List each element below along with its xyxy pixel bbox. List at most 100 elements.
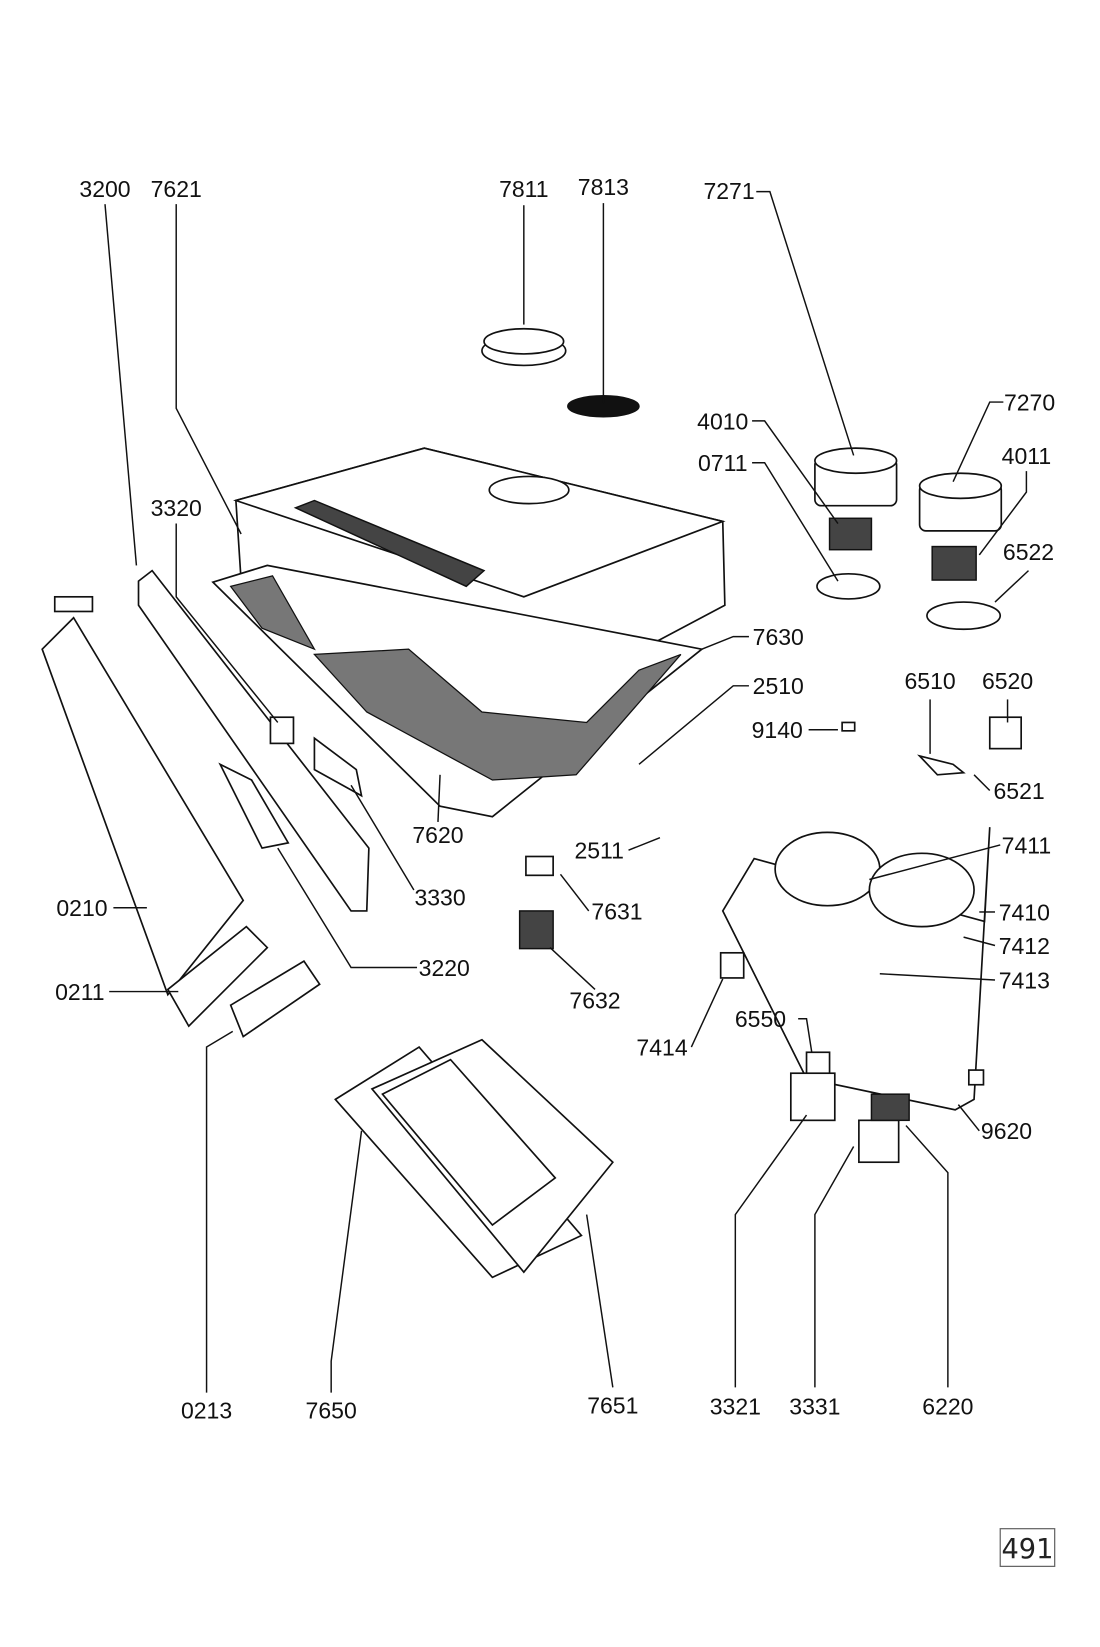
part-label-3220: 3220 <box>419 955 470 981</box>
leader-line-3331 <box>814 1146 855 1388</box>
carbon-filter-top <box>814 447 898 475</box>
leader-line-0213 <box>205 1030 234 1393</box>
part-label-7270: 7270 <box>1004 389 1055 415</box>
clip-7631 <box>525 855 554 877</box>
fan-ring-right <box>868 852 975 928</box>
button-3321 <box>789 1072 836 1122</box>
part-label-6550: 6550 <box>735 1006 786 1032</box>
part-label-9140: 9140 <box>752 717 803 743</box>
leader-line-6521 <box>973 774 991 792</box>
part-label-3200: 3200 <box>79 176 130 202</box>
leader-line-4011 <box>978 471 1028 556</box>
leader-line-6220 <box>905 1125 949 1388</box>
button-3330 <box>313 736 363 798</box>
strip-3220 <box>218 762 290 850</box>
bracket-top <box>53 595 94 613</box>
leader-line-7270 <box>952 401 1004 482</box>
page-number: 491 <box>1001 1534 1053 1565</box>
part-label-0211: 0211 <box>55 979 104 1005</box>
leader-line-7271 <box>756 190 855 456</box>
leader-line-7632 <box>549 947 596 990</box>
part-9620 <box>967 1069 985 1086</box>
part-label-0213: 0213 <box>181 1398 232 1424</box>
leader-line-3321 <box>734 1114 808 1388</box>
drawing <box>41 327 1023 1279</box>
leader-line-7630 <box>701 635 749 650</box>
leader-line-2511 <box>628 836 661 851</box>
leader-line-7411 <box>869 844 1001 881</box>
grease-filter-mesh <box>313 648 682 781</box>
leader-lines <box>104 190 1030 1393</box>
part-label-7621: 7621 <box>151 176 202 202</box>
leader-line-7414 <box>690 978 724 1048</box>
part-label-7650: 7650 <box>306 1398 357 1424</box>
fan-ring-left <box>774 831 881 907</box>
part-label-3330: 3330 <box>414 885 465 911</box>
part-label-7651: 7651 <box>587 1393 638 1419</box>
button-3320 <box>269 716 295 745</box>
part-label-2511: 2511 <box>574 838 623 864</box>
leader-line-3220 <box>277 847 418 969</box>
part-label-7413: 7413 <box>999 967 1050 993</box>
leader-line-6550 <box>798 1018 813 1053</box>
lamp-6510 <box>917 754 966 776</box>
page-number-box: 491 <box>999 1528 1056 1568</box>
carbon-filter-top-2 <box>918 472 1003 500</box>
flange-top <box>483 327 565 355</box>
leader-line-7650 <box>330 1130 363 1393</box>
filter-grid <box>381 1058 557 1227</box>
part-label-2510: 2510 <box>753 673 804 699</box>
bracket-0211 <box>166 925 269 1028</box>
hood-outlet <box>488 475 570 505</box>
plate-7414 <box>719 951 745 979</box>
part-label-9620: 9620 <box>981 1118 1032 1144</box>
button-3331 <box>858 1119 900 1164</box>
part-label-6520: 6520 <box>982 668 1033 694</box>
part-label-7412: 7412 <box>999 933 1050 959</box>
leader-line-7413 <box>879 973 996 981</box>
motor-4011 <box>931 545 977 581</box>
leader-line-4010 <box>752 420 839 524</box>
part-label-7811: 7811 <box>499 176 549 202</box>
grill-0711 <box>816 572 881 600</box>
part-label-7632: 7632 <box>569 987 620 1013</box>
leader-line-7412 <box>963 936 996 947</box>
hood-vents <box>293 499 486 588</box>
clip-0213 <box>229 960 321 1038</box>
leader-line-3200 <box>104 204 138 566</box>
part-label-4010: 4010 <box>697 408 748 434</box>
part-label-7271: 7271 <box>703 178 754 204</box>
leader-line-3320 <box>175 523 279 723</box>
grease-filter <box>229 575 316 651</box>
part-label-0210: 0210 <box>56 895 107 921</box>
switch-7632 <box>518 910 554 950</box>
hood-top <box>233 447 726 598</box>
part-label-3320: 3320 <box>151 495 202 521</box>
front-panel-3200 <box>137 569 370 912</box>
gasket-6522 <box>926 601 1002 631</box>
lampholder-6520 <box>988 716 1023 750</box>
part-label-7620: 7620 <box>412 822 463 848</box>
leader-line-7651 <box>585 1214 614 1388</box>
leader-line-7621 <box>175 204 242 535</box>
part-label-7630: 7630 <box>753 624 804 650</box>
leader-line-6522 <box>994 570 1030 603</box>
leader-line-3330 <box>350 784 415 891</box>
part-label-6522: 6522 <box>1003 539 1054 565</box>
motor-4010 <box>828 517 873 551</box>
switch-6220 <box>870 1093 910 1122</box>
part-label-6220: 6220 <box>922 1394 973 1420</box>
part-label-7414: 7414 <box>636 1034 687 1060</box>
part-label-7411: 7411 <box>1002 832 1052 858</box>
leader-line-7631 <box>559 873 590 912</box>
part-label-6510: 6510 <box>904 668 955 694</box>
part-label-0711: 0711 <box>698 450 748 476</box>
part-label-3331: 3331 <box>789 1394 840 1420</box>
part-label-7813: 7813 <box>578 174 629 200</box>
leader-line-0711 <box>752 462 839 582</box>
knob-9140 <box>841 721 856 732</box>
part-label-7631: 7631 <box>591 898 642 924</box>
leader-line-7620 <box>437 774 441 822</box>
